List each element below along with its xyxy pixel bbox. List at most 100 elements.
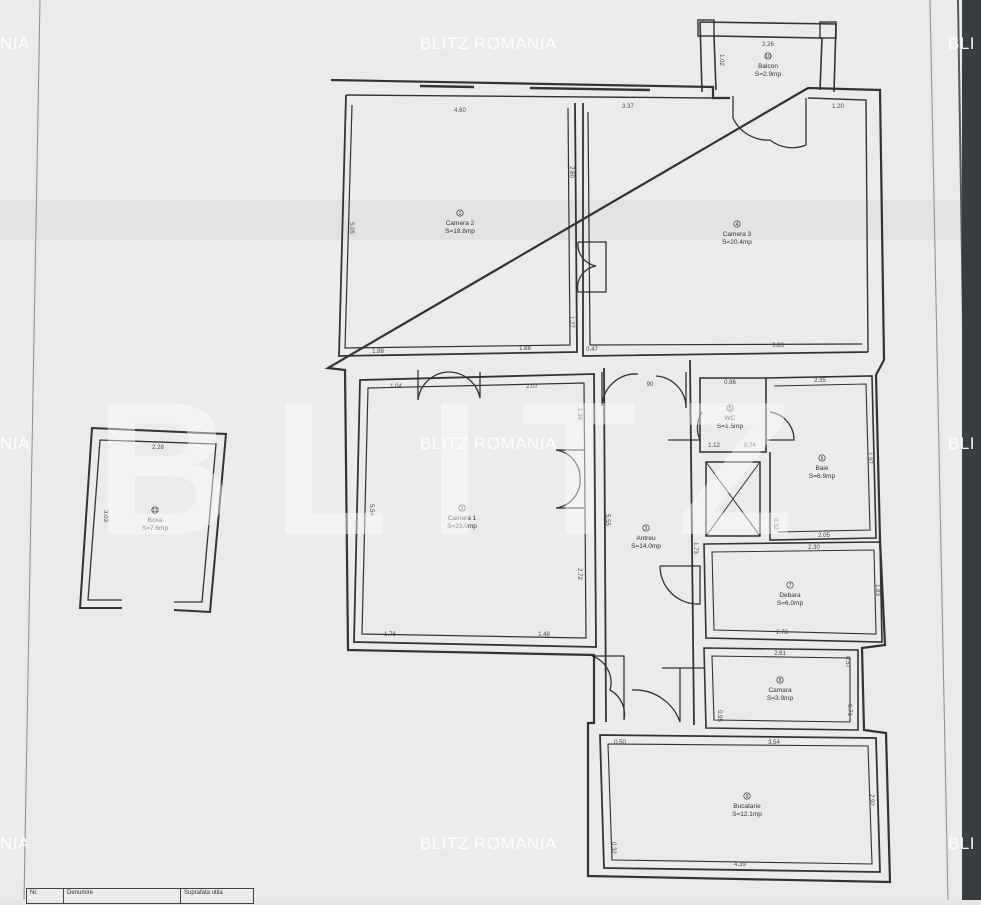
watermark-edge: NIA <box>0 34 30 53</box>
room-number-circle <box>642 524 650 532</box>
watermark-edge: NIA <box>0 834 30 853</box>
room-area: S=6.0mp <box>777 600 804 607</box>
watermark-text: BLITZ ROMANIA <box>420 34 557 53</box>
door-camera-1 <box>417 370 481 401</box>
dimension-label: 0.95 <box>716 710 722 722</box>
dimension-label: 2.61 <box>774 651 786 657</box>
dimension-label: 1.88 <box>519 346 531 352</box>
room-number: 10 <box>765 54 771 60</box>
balcon-post-left <box>697 19 715 37</box>
dimension-label: 0.71 <box>846 704 852 716</box>
room-name: WC <box>725 415 736 422</box>
dimension-label: 2.72 <box>576 568 582 580</box>
wall-antreu <box>603 359 695 726</box>
dimension-label: 5.54 <box>368 504 374 516</box>
dimension-label: 0.96 <box>724 380 736 386</box>
room-number: 11 <box>152 508 157 514</box>
wall-camera-1 <box>353 373 597 648</box>
dimension-label: 0.47 <box>586 347 598 353</box>
wall-wc <box>699 377 767 453</box>
dimension-label: 0.32 <box>610 842 616 854</box>
wall-camara <box>703 647 859 731</box>
room-number-circle <box>458 504 466 512</box>
room-area: S=23.0mp <box>447 523 477 530</box>
balcon-post-right <box>819 21 837 39</box>
door-wc <box>668 411 795 441</box>
wall-camera-2-inner <box>344 104 571 349</box>
wall-camera-2 <box>338 94 578 357</box>
dimension-label: 0.74 <box>744 443 756 449</box>
watermark-edge: BLI <box>948 434 976 453</box>
room-name: Baie <box>815 465 828 472</box>
room-number-circle <box>818 454 826 462</box>
paper-border-left <box>23 0 41 901</box>
wall-bucatarie-inner <box>607 743 873 865</box>
wall-baie-inner <box>773 383 871 533</box>
door-bucatarie <box>591 655 626 721</box>
dimension-label: 1.83 <box>874 584 880 596</box>
dimension-label: 1.88 <box>372 349 384 355</box>
room-number: 8 <box>779 678 782 684</box>
room-number: 3 <box>645 526 648 532</box>
watermark-edge: BLI <box>948 34 976 53</box>
dimension-label: 0.57 <box>844 656 850 668</box>
door-camera-1-side <box>555 449 584 509</box>
wall-camera-1-inner <box>361 382 587 639</box>
room-name: Balcon <box>758 63 778 70</box>
dimension-label: 3.83 <box>772 343 784 349</box>
room-area: S=7.6mp <box>142 525 169 532</box>
dimension-label: 0.32 <box>772 518 778 530</box>
dimension-label: 4.60 <box>454 108 466 114</box>
paper-border-right <box>929 0 949 901</box>
wall-boxa <box>78 426 228 614</box>
dimension-label: 5.05 <box>348 222 354 234</box>
room-area: S=14.0mp <box>631 543 661 550</box>
room-name: Camera 3 <box>723 231 752 238</box>
room-number: 1 <box>459 211 462 217</box>
wall-boxa-inner <box>87 439 217 603</box>
dimension-label: 1.12 <box>708 443 720 449</box>
room-name: Camera 2 <box>446 220 475 227</box>
room-name: Bucatarie <box>733 803 761 810</box>
watermark-edge: BLI <box>948 834 976 853</box>
room-number-circle <box>764 52 772 60</box>
shaft-cross <box>705 461 761 537</box>
room-number-circle <box>726 404 734 412</box>
door-camera-2 <box>576 241 607 293</box>
outer-wall-inner <box>345 94 869 353</box>
dimension-label: 2.60 <box>568 166 574 178</box>
dimension-label: 3.37 <box>622 104 634 110</box>
dimension-label: 3.03 <box>102 510 108 522</box>
wall-bucatarie <box>599 734 881 873</box>
door-antreu <box>601 372 687 409</box>
room-number-circle <box>733 220 741 228</box>
dimension-label: 1.97 <box>866 452 872 464</box>
room-number: 5 <box>729 406 732 412</box>
room-area: S=6.9mp <box>809 473 836 480</box>
room-number-circle <box>151 506 159 514</box>
paper-fold-shadow <box>0 200 981 240</box>
room-number-circle <box>743 792 751 800</box>
dimension-label: 1.38 <box>576 408 582 420</box>
door-camara <box>631 667 704 723</box>
dimension-label: 2.05 <box>818 533 830 539</box>
door-debara <box>659 565 701 605</box>
watermark-edge: NIA <box>0 434 30 453</box>
wall-camara-inner <box>711 655 851 723</box>
room-number: 6 <box>821 456 824 462</box>
room-number-circle <box>776 676 784 684</box>
dimension-label: 2.35 <box>814 378 826 384</box>
room-area: S=18.8mp <box>445 228 475 235</box>
room-number: 7 <box>789 583 792 589</box>
